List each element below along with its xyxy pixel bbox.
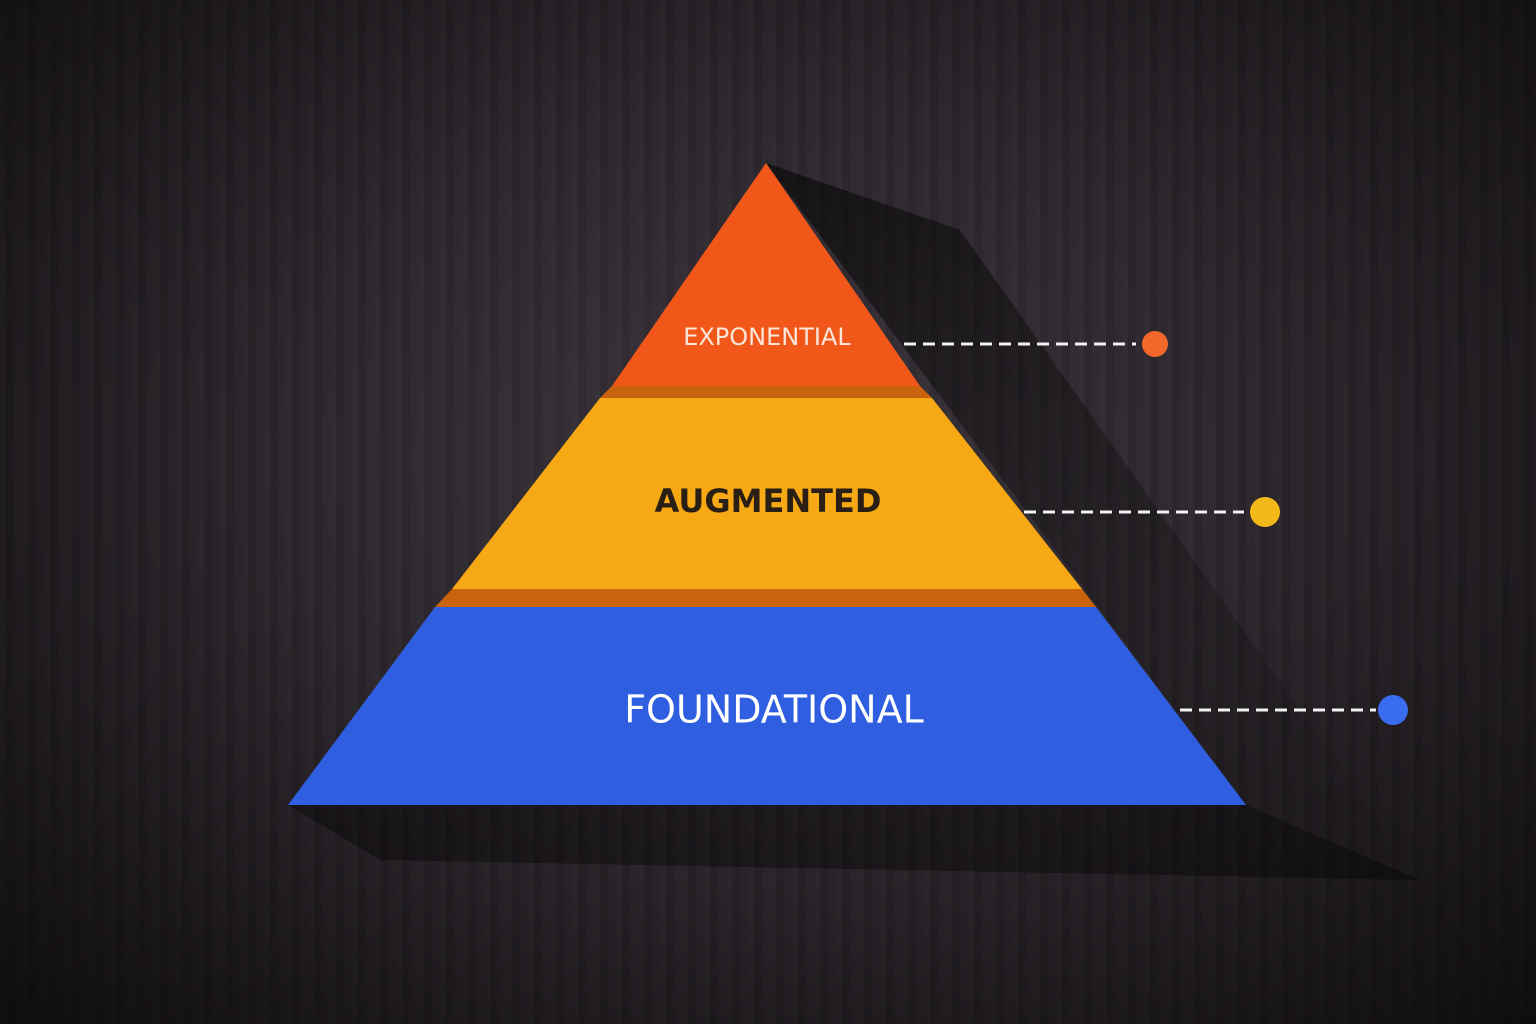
- tier-foundational: [288, 607, 1246, 805]
- tier-label-augmented: AUGMENTED: [655, 482, 882, 520]
- pyramid-shadow: [766, 163, 1420, 880]
- marker-dot-exponential: [1142, 331, 1168, 357]
- tier-label-exponential: EXPONENTIAL: [683, 323, 851, 351]
- tier-label-foundational: FOUNDATIONAL: [624, 688, 924, 732]
- tier-separator: [600, 386, 932, 398]
- tier-separator: [435, 589, 1096, 607]
- tier-exponential: [612, 163, 920, 386]
- pyramid-base-shadow: [288, 805, 1420, 880]
- tier-augmented: [452, 398, 1082, 589]
- marker-dot-augmented: [1250, 497, 1280, 527]
- marker-dot-foundational: [1378, 695, 1408, 725]
